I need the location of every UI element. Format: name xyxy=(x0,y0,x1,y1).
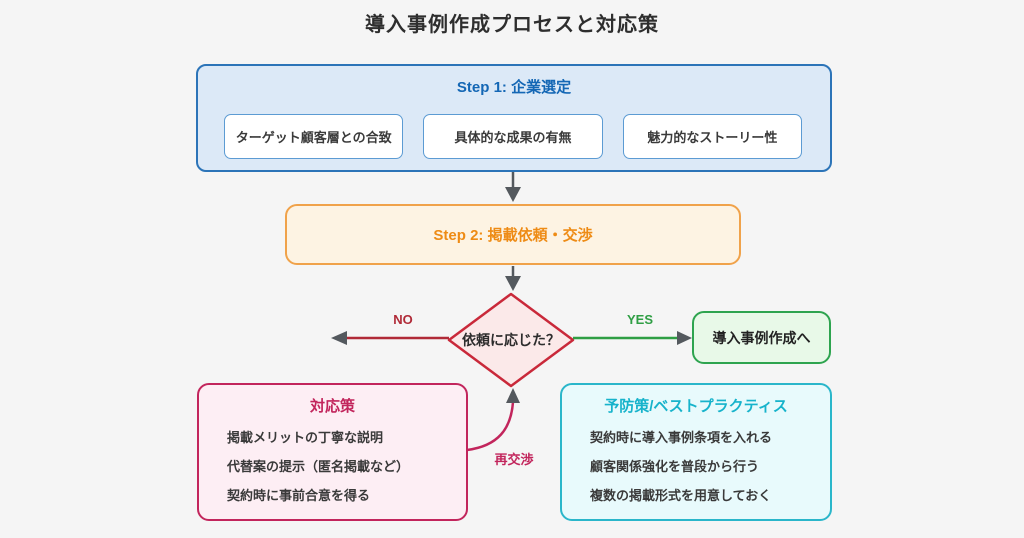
branch-label-yes: YES xyxy=(626,312,653,327)
outcome-box: 導入事例作成へ xyxy=(692,311,831,364)
countermeasures-title: 対応策 xyxy=(309,398,355,415)
step1-criterion-target-match: ターゲット顧客層との合致 xyxy=(224,114,404,159)
step1-criteria-row: ターゲット顧客層との合致 具体的な成果の有無 魅力的なストーリー性 xyxy=(224,114,802,159)
arrow-left-no-icon xyxy=(331,331,449,345)
arrow-down-step2-decision-icon xyxy=(505,266,521,291)
decision-diamond xyxy=(447,292,575,388)
renegotiation-label: 再交渉 xyxy=(494,452,534,467)
decision-question: 依頼に応じた？ xyxy=(462,332,560,348)
step1-group: Step 1: 企業選定 ターゲット顧客層との合致 具体的な成果の有無 魅力的な… xyxy=(196,64,832,172)
prevention-list: 契約時に導入事例条項を入れる 顧客関係強化を普段から行う 複数の掲載形式を用意し… xyxy=(590,430,830,503)
countermeasures-list: 掲載メリットの丁寧な説明 代替案の提示（匿名掲載など） 契約時に事前合意を得る xyxy=(227,430,466,503)
step1-title: Step 1: 企業選定 xyxy=(456,79,572,96)
arrow-right-yes-icon xyxy=(573,331,692,345)
branch-label-no: NO xyxy=(393,312,413,327)
countermeasure-item: 代替案の提示（匿名掲載など） xyxy=(227,459,410,474)
prevention-title: 予防策/ベストプラクティス xyxy=(604,398,788,415)
step1-criterion-concrete-results: 具体的な成果の有無 xyxy=(423,114,603,159)
countermeasure-item: 掲載メリットの丁寧な説明 xyxy=(227,430,384,445)
prevention-item: 複数の掲載形式を用意しておく xyxy=(590,488,772,503)
arrow-curve-renegotiation-icon xyxy=(466,388,520,452)
prevention-panel: 予防策/ベストプラクティス 契約時に導入事例条項を入れる 顧客関係強化を普段から… xyxy=(560,383,832,521)
step2-box: Step 2: 掲載依頼・交渉 xyxy=(285,204,741,265)
step2-title: Step 2: 掲載依頼・交渉 xyxy=(433,227,593,244)
prevention-item: 契約時に導入事例条項を入れる xyxy=(590,430,773,445)
countermeasure-item: 契約時に事前合意を得る xyxy=(227,488,371,503)
countermeasures-panel: 対応策 掲載メリットの丁寧な説明 代替案の提示（匿名掲載など） 契約時に事前合意… xyxy=(197,383,468,521)
prevention-item: 顧客関係強化を普段から行う xyxy=(590,459,760,474)
step1-criterion-story: 魅力的なストーリー性 xyxy=(622,114,802,159)
page-title: 導入事例作成プロセスと対応策 xyxy=(365,14,659,36)
arrow-down-step1-step2-icon xyxy=(505,172,521,202)
